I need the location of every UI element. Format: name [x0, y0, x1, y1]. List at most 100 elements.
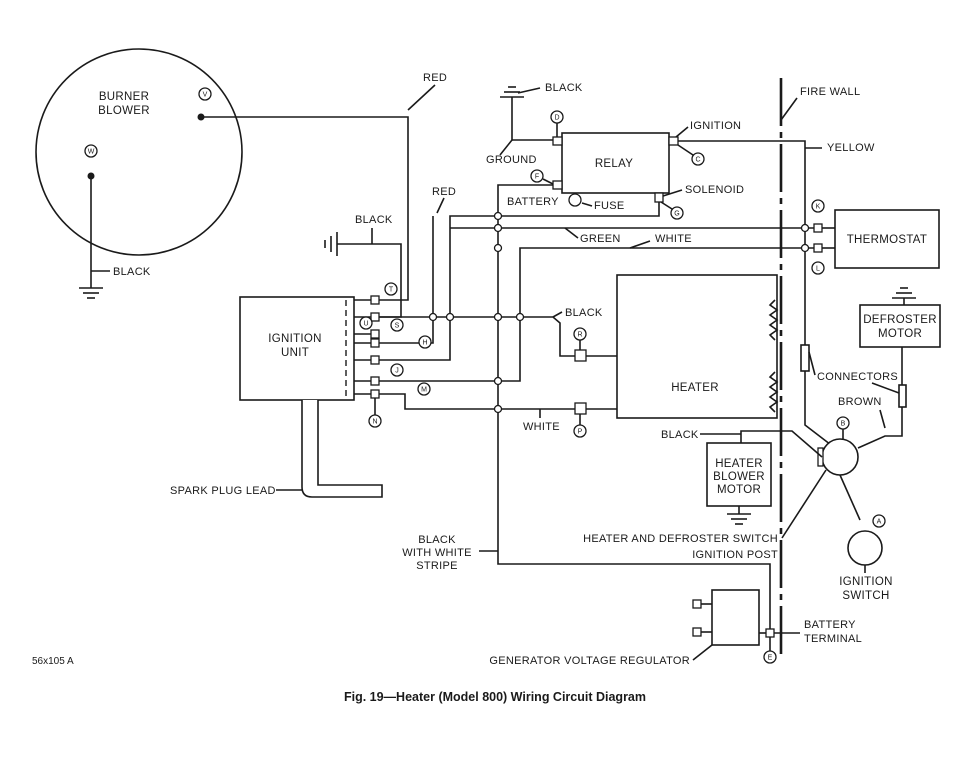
heater: HEATER: [616, 274, 779, 419]
label-black-blower: BLACK: [661, 429, 699, 441]
ignition-unit-label-1: IGNITION: [268, 333, 322, 345]
label-fuse: FUSE: [594, 200, 625, 212]
label-green: GREEN: [580, 233, 621, 245]
svg-text:D: D: [554, 115, 559, 122]
label-ignition: IGNITION: [690, 120, 741, 132]
label-black-ign: BLACK: [355, 214, 393, 226]
wire-yellow: [678, 140, 806, 345]
leader-green: [564, 227, 579, 239]
burner-blower-label-2: BLOWER: [98, 105, 150, 117]
terminal-r-tag: R: [573, 327, 587, 341]
terminal-d-tag: D: [550, 110, 564, 124]
wire-switch-to-ignition: [839, 474, 861, 521]
terminal-s-tag: S: [390, 318, 404, 332]
ground-icon: [324, 232, 338, 256]
leader-black-heater: [552, 311, 563, 318]
voltage-regulator: [692, 589, 760, 646]
terminal-f-tag: F: [530, 169, 544, 183]
leader-ignition: [675, 126, 689, 138]
ignition-switch: IGNITION SWITCH: [839, 530, 893, 602]
svg-text:B: B: [841, 421, 846, 428]
svg-text:N: N: [372, 419, 377, 426]
leader-connectors-2: [871, 382, 900, 394]
figure-caption: Fig. 19—Heater (Model 800) Wiring Circui…: [344, 690, 646, 704]
svg-text:C: C: [695, 157, 700, 164]
label-yellow: YELLOW: [827, 142, 875, 154]
svg-text:L: L: [816, 266, 820, 273]
svg-text:F: F: [535, 174, 539, 181]
svg-text:E: E: [768, 655, 773, 662]
ignition-unit-label-2: UNIT: [281, 347, 309, 359]
svg-text:W: W: [88, 149, 95, 156]
label-solenoid: SOLENOID: [685, 184, 744, 196]
leader-white-top: [629, 240, 651, 249]
heater-blower-motor: HEATER BLOWER MOTOR: [706, 442, 772, 507]
fuse-icon: [568, 193, 582, 207]
heater-label: HEATER: [671, 382, 719, 394]
leader-ground: [499, 139, 513, 156]
label-ground: GROUND: [486, 154, 537, 166]
tag-leader-g: [660, 201, 673, 210]
leader-fire-wall: [780, 97, 798, 121]
leader-solenoid: [662, 189, 683, 197]
ignition-unit: IGNITION UNIT: [239, 296, 355, 401]
leader-red-top: [407, 84, 436, 111]
terminal-e-tag: E: [763, 650, 777, 664]
terminal-u-tag: U: [359, 316, 373, 330]
label-black-heater: BLACK: [565, 307, 603, 319]
connector-d: [552, 136, 563, 146]
svg-text:T: T: [389, 287, 394, 294]
blower-label-1: HEATER: [715, 458, 763, 470]
terminal-h-tag: H: [418, 335, 432, 349]
svg-text:S: S: [395, 323, 400, 330]
relay-label: RELAY: [595, 158, 633, 170]
connector-tube-left: [800, 344, 810, 372]
tag-leader-f: [542, 178, 554, 185]
wire-battery: [497, 184, 771, 632]
connector-e: [765, 628, 775, 638]
label-white-heater: WHITE: [523, 421, 560, 433]
terminal-t-tag: T: [384, 282, 398, 296]
label-stripe-1: BLACK: [418, 534, 456, 546]
leader-regulator: [692, 644, 713, 661]
svg-text:G: G: [674, 211, 679, 218]
svg-text:J: J: [395, 368, 399, 375]
ignition-connectors: [354, 295, 380, 399]
svg-text:U: U: [363, 321, 368, 328]
terminal-j-tag: J: [390, 363, 404, 377]
connector-c: [668, 136, 679, 146]
ground-icon: [79, 287, 103, 299]
terminal-k-tag: K: [811, 199, 825, 213]
defroster-motor: DEFROSTER MOTOR: [859, 304, 941, 348]
ign-switch-label-1: IGNITION: [839, 576, 893, 588]
defroster-label-2: MOTOR: [878, 328, 922, 340]
ground-icon: [727, 506, 751, 525]
terminal-g-tag: G: [670, 206, 684, 220]
leader-black-top: [517, 87, 541, 94]
terminal-c-tag: C: [691, 152, 705, 166]
label-red-mid: RED: [432, 186, 456, 198]
label-stripe-2: WITH WHITE: [402, 547, 472, 559]
label-brown: BROWN: [838, 396, 882, 408]
label-connectors: CONNECTORS: [817, 371, 898, 383]
label-red-top: RED: [423, 72, 447, 84]
label-battery-terminal-2: TERMINAL: [804, 633, 862, 645]
ground-icon: [892, 287, 916, 305]
connector-tube-right: [898, 384, 907, 408]
label-white-top: WHITE: [655, 233, 692, 245]
terminal-b-tag: B: [836, 416, 850, 430]
terminal-m-tag: M: [417, 382, 431, 396]
label-black-burner: BLACK: [113, 266, 151, 278]
connector-r: [574, 349, 587, 362]
leader-red-mid: [436, 197, 445, 214]
terminal-v-tag: V: [198, 87, 212, 101]
connector-f: [552, 180, 563, 190]
terminal-a-tag: A: [872, 514, 886, 528]
terminal-p-tag: P: [573, 424, 587, 438]
svg-text:K: K: [816, 204, 821, 211]
terminal-l-tag: L: [811, 261, 825, 275]
wire-black-heater: [379, 316, 575, 357]
burner-blower: BURNER BLOWER: [35, 48, 243, 256]
svg-text:H: H: [422, 340, 427, 347]
burner-blower-label-1: BURNER: [99, 91, 149, 103]
